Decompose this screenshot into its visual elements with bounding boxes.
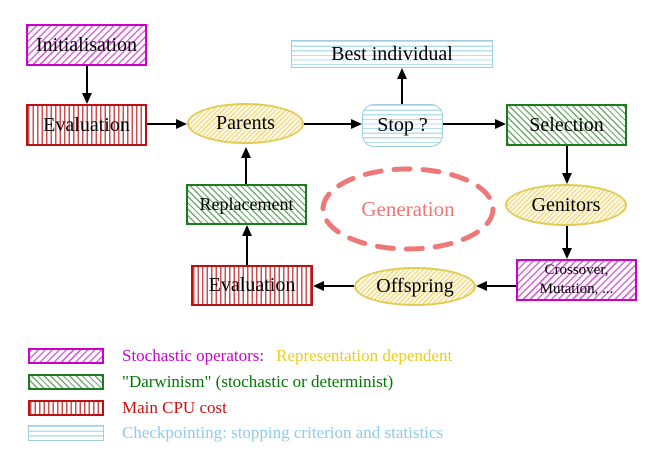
node-initialisation: Initialisation	[26, 24, 147, 66]
legend-row-cpu-cost: Main CPU cost	[28, 397, 227, 417]
legend-label-darwinism: "Darwinism" (stochastic or determinist)	[122, 371, 394, 391]
node-parents: Parents	[187, 103, 304, 144]
node-genitors: Genitors	[505, 184, 627, 226]
generation-cycle-ellipse: Generation	[318, 165, 498, 253]
legend-label-representation-dependent: Representation dependent	[276, 345, 453, 365]
generation-label: Generation	[361, 196, 455, 221]
crossover-line1: Crossover,	[544, 262, 609, 279]
node-crossover-mutation: Crossover, Mutation, ...	[516, 259, 637, 301]
legend-row-darwinism: "Darwinism" (stochastic or determinist)	[28, 371, 394, 391]
legend-row-checkpointing: Checkpointing: stopping criterion and st…	[28, 422, 444, 442]
node-evaluation-bottom: Evaluation	[191, 265, 313, 306]
node-offspring: Offspring	[354, 267, 476, 306]
node-best-individual: Best individual	[291, 40, 493, 68]
legend-swatch-magenta-diagonal-hatch	[28, 347, 104, 364]
legend-label-main-cpu-cost: Main CPU cost	[122, 397, 227, 417]
legend-label-stochastic-operators: Stochastic operators:	[122, 345, 265, 365]
dashed-ellipse-graphic	[320, 166, 496, 252]
legend-row-stochastic: Stochastic operators: Representation dep…	[28, 345, 453, 365]
node-evaluation-top: Evaluation	[26, 104, 147, 146]
legend-swatch-red-vertical-lines	[28, 399, 104, 416]
legend-label-checkpointing: Checkpointing: stopping criterion and st…	[122, 422, 444, 442]
node-selection: Selection	[506, 104, 627, 146]
legend-swatch-cyan-horizontal-lines	[28, 424, 104, 441]
crossover-line2: Mutation, ...	[539, 281, 614, 297]
legend-swatch-green-diagonal-hatch	[28, 373, 104, 390]
node-stop: Stop ?	[362, 104, 443, 147]
node-replacement: Replacement	[186, 184, 307, 225]
